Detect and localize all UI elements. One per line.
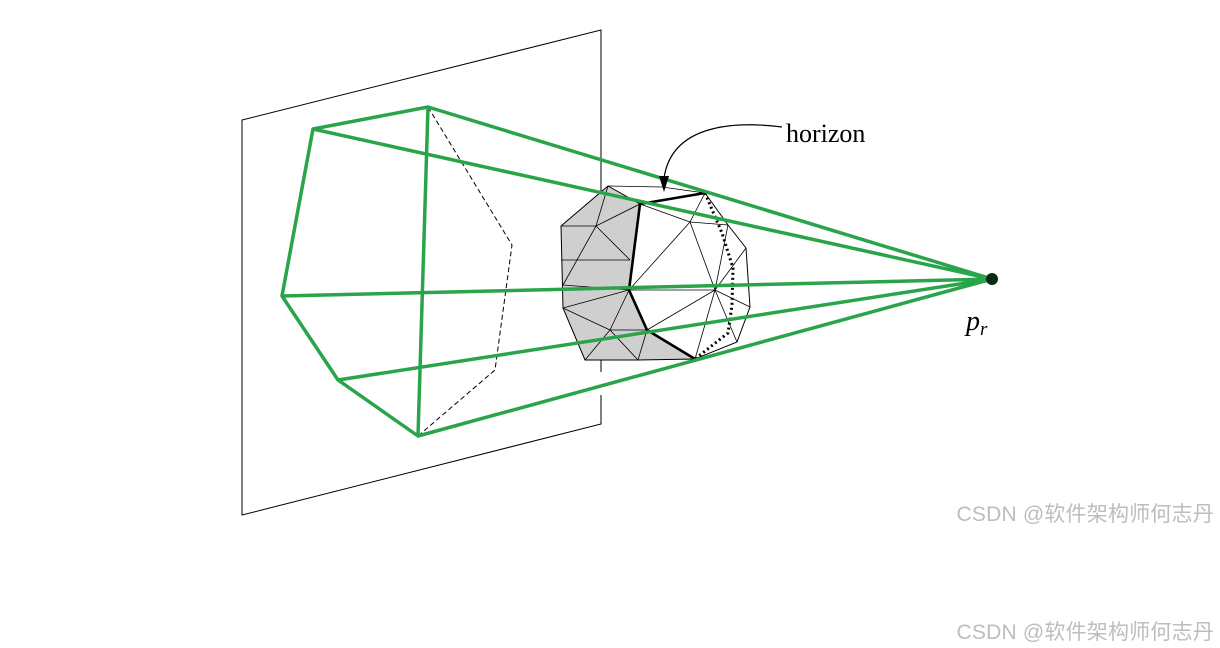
polyhedron-facets	[561, 185, 751, 361]
cone-ray-3	[281, 277, 993, 298]
projection-plane	[241, 29, 602, 516]
cone-ray-1	[427, 105, 993, 281]
horizon-label: horizon	[786, 119, 865, 148]
shadow-outline	[417, 106, 513, 437]
watermark-text: CSDN @软件架构师何志丹	[956, 503, 1214, 526]
cone-ray-5	[417, 277, 993, 438]
polyhedron	[560, 185, 751, 361]
viewpoint-subscript: r	[980, 319, 988, 340]
viewpoint-label: pr	[964, 306, 988, 340]
viewpoint-dot	[986, 273, 998, 285]
cone-ray-2	[312, 127, 993, 281]
cone-base	[280, 105, 430, 438]
horizon-arrow	[659, 124, 783, 192]
watermark-text: CSDN @软件架构师何志丹	[956, 621, 1214, 644]
horizon-edges	[627, 191, 706, 361]
hidden-horizon	[694, 192, 735, 361]
projection-cone	[280, 105, 993, 438]
cone-ray-4	[337, 277, 993, 382]
